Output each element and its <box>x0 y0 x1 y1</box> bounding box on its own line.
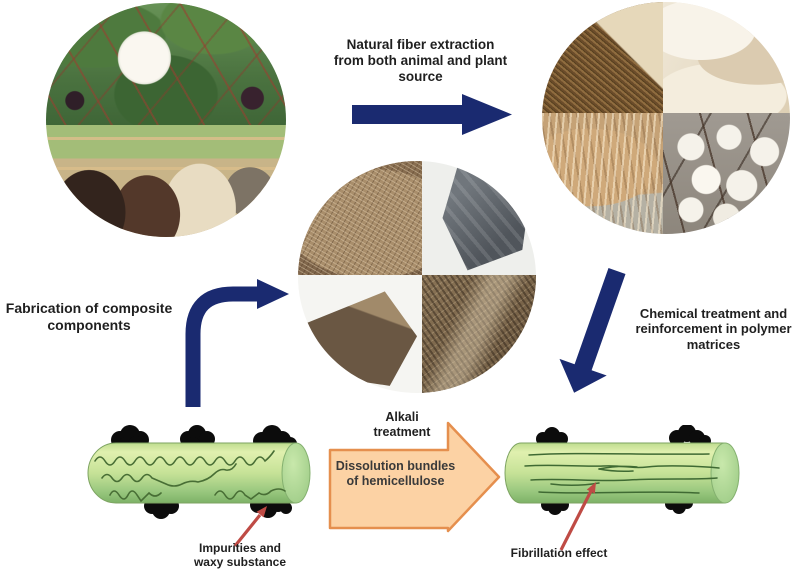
fiber-end-cap <box>710 442 740 504</box>
fiber-photo-circle <box>542 2 790 234</box>
fiber-end-cap <box>281 442 311 504</box>
cotton-boll-photo <box>663 112 790 234</box>
impurities-pointer-arrow <box>233 506 267 548</box>
chemical-label: Chemical treatment and reinforcement in … <box>635 306 792 352</box>
waxy-surface-lines <box>94 450 286 503</box>
woven-composite-photo <box>421 274 536 393</box>
loose-fiber-photo <box>542 112 664 234</box>
molded-panel-photo <box>421 161 536 275</box>
treated-fiber-cylinder <box>504 425 740 515</box>
fibrillation-label: Fibrillation effect <box>510 546 608 560</box>
composite-photo-circle <box>298 161 536 393</box>
alkali-label: Alkali treatment <box>373 410 431 439</box>
fiber-body <box>87 442 297 504</box>
fiber-mat-photo <box>298 161 422 275</box>
composite-tray-shape <box>302 291 418 386</box>
extraction-arrow-icon <box>352 94 512 135</box>
raw-fiber-cylinder <box>87 425 311 519</box>
fiber-body <box>504 442 726 504</box>
fibrillation-pointer-arrow <box>559 482 596 551</box>
molded-panel-shape <box>442 163 532 271</box>
alpaca-photo <box>46 124 286 237</box>
extraction-label: Natural fiber extraction from both anima… <box>333 37 508 84</box>
coir-mat-photo <box>542 2 664 113</box>
fibrillation-lines <box>524 452 720 494</box>
impurities-label: Impurities and waxy substance <box>193 541 287 570</box>
fabrication-label: Fabrication of composite components <box>5 300 173 333</box>
composite-tray-photo <box>298 274 422 393</box>
source-photo-circle <box>46 3 286 237</box>
cotton-plant-photo <box>46 3 286 125</box>
alkali-block-arrow <box>328 421 501 533</box>
wool-roving-photo <box>663 2 790 113</box>
fabrication-arrow-icon <box>185 279 289 407</box>
dissolution-label: Dissolution bundles of hemicellulose <box>335 459 456 488</box>
chemical-arrow-icon <box>559 268 626 393</box>
